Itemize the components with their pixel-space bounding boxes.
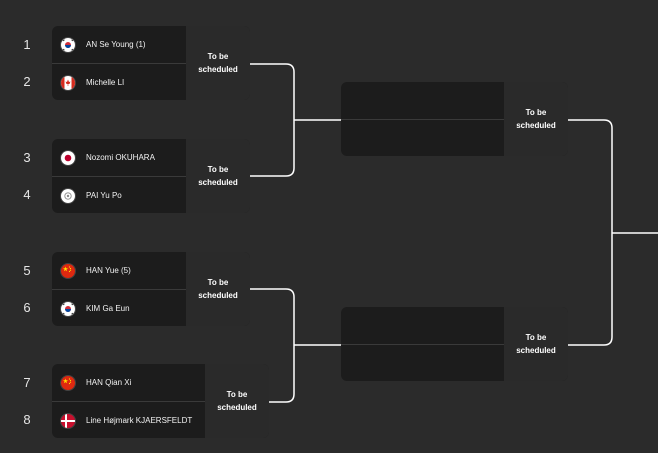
player-name: AN Se Young (1) (86, 40, 146, 49)
seed-number: 6 (23, 300, 31, 315)
match-card-4[interactable]: HAN Qian Xi Line Højmark KJAERSFELDT To … (52, 364, 269, 438)
semifinal-card-1[interactable]: To be scheduled (341, 82, 568, 156)
player-name: PAI Yu Po (86, 191, 122, 200)
match-card-3[interactable]: HAN Yue (5) KIM Ga Eun To be scheduled (52, 252, 250, 326)
player-row[interactable]: Michelle LI (52, 63, 186, 100)
semifinal-card-2[interactable]: To be scheduled (341, 307, 568, 381)
match-status: To be scheduled (504, 307, 568, 381)
match-status: To be scheduled (504, 82, 568, 156)
seed-number: 3 (23, 150, 31, 165)
divider (341, 344, 504, 345)
match-status: To be scheduled (186, 139, 250, 213)
seed-number: 7 (23, 375, 31, 390)
player-row[interactable]: PAI Yu Po (52, 176, 186, 213)
player-row[interactable]: KIM Ga Eun (52, 289, 186, 326)
kr-flag-icon (60, 300, 76, 317)
seed-number: 1 (23, 37, 31, 52)
player-row[interactable]: HAN Yue (5) (52, 252, 186, 289)
seed-number: 5 (23, 263, 31, 278)
player-name: KIM Ga Eun (86, 304, 130, 313)
player-name: HAN Yue (5) (86, 266, 131, 275)
player-row[interactable]: Line Højmark KJAERSFELDT (52, 401, 205, 438)
match-status: To be scheduled (186, 26, 250, 100)
jp-flag-icon (60, 149, 76, 166)
match-status: To be scheduled (186, 252, 250, 326)
cn-flag-icon (60, 262, 76, 279)
seed-number: 8 (23, 412, 31, 427)
match-card-2[interactable]: Nozomi OKUHARA PAI Yu Po To be scheduled (52, 139, 250, 213)
player-name: Line Højmark KJAERSFELDT (86, 416, 193, 425)
match-card-1[interactable]: AN Se Young (1) Michelle LI To be schedu… (52, 26, 250, 100)
seed-number: 2 (23, 74, 31, 89)
player-row[interactable]: HAN Qian Xi (52, 364, 205, 401)
ca-flag-icon (60, 74, 76, 91)
seed-number: 4 (23, 187, 31, 202)
kr-flag-icon (60, 36, 76, 53)
player-row[interactable]: AN Se Young (1) (52, 26, 186, 63)
match-status: To be scheduled (205, 364, 269, 438)
player-name: HAN Qian Xi (86, 378, 132, 387)
dk-flag-icon (60, 412, 76, 429)
player-row[interactable]: Nozomi OKUHARA (52, 139, 186, 176)
player-name: Nozomi OKUHARA (86, 153, 155, 162)
divider (341, 119, 504, 120)
tpe-flag-icon (60, 187, 76, 204)
player-name: Michelle LI (86, 78, 125, 87)
cn-flag-icon (60, 374, 76, 391)
